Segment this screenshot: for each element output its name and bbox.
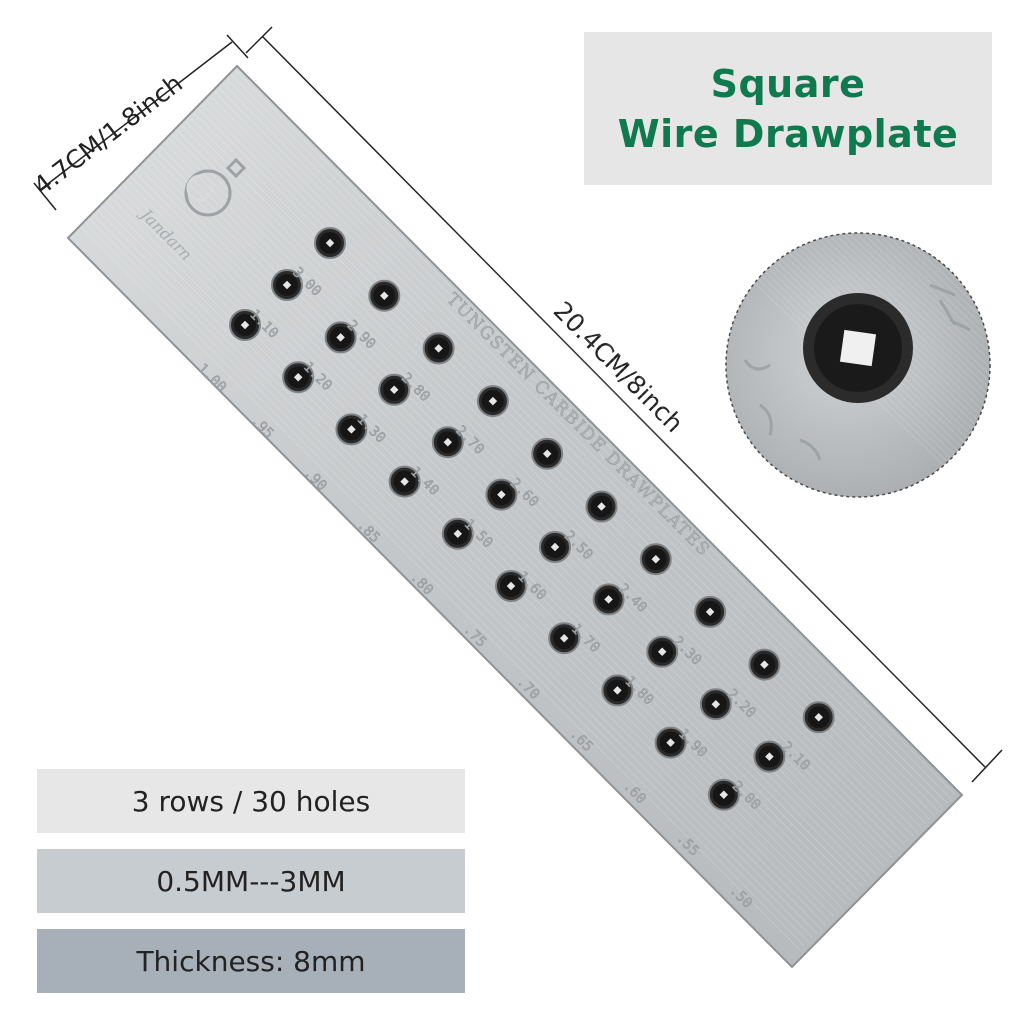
square-hole — [839, 329, 877, 367]
spec-holes: 3 rows / 30 holes — [37, 769, 465, 833]
title-line-2: Wire Drawplate — [617, 111, 959, 156]
drawplate-hole — [699, 688, 732, 721]
drawplate-hole — [753, 740, 786, 773]
zoom-detail-icon — [725, 232, 991, 498]
drawplate-hole — [441, 517, 474, 550]
drawplate-hole — [485, 478, 518, 511]
drawplate-hole — [748, 648, 781, 681]
drawplate-hole — [378, 373, 411, 406]
drawplate-hole — [802, 701, 835, 734]
drawplate: Jandarn TUNGSTEN CARBIDE DRAWPLATES 3.00… — [66, 0, 1024, 969]
drawplate-hole — [539, 531, 571, 563]
drawplate-hole — [601, 674, 634, 707]
drawplate-hole — [282, 361, 315, 394]
drawplate-hole — [646, 635, 679, 668]
drawplate-hole — [314, 227, 346, 259]
drawplate-hole — [335, 413, 368, 446]
drawplate-hole — [368, 279, 401, 312]
spec-range: 0.5MM---3MM — [37, 849, 465, 913]
drawplate-hole — [229, 309, 261, 341]
brand-logo — [184, 157, 247, 217]
title-box: Square Wire Drawplate — [584, 32, 992, 185]
drawplate-hole — [707, 778, 740, 811]
drawplate-hole — [495, 570, 527, 602]
zoom-detail — [725, 232, 991, 498]
ring-logo-icon — [184, 169, 232, 217]
drawplate-hole — [422, 332, 455, 365]
drawplate-hole — [654, 726, 687, 759]
spec-thickness: Thickness: 8mm — [37, 929, 465, 993]
drawplate-hole — [531, 437, 564, 470]
width-dimension — [33, 34, 249, 211]
title-line-1: Square — [710, 61, 866, 106]
drawplate-hole — [271, 269, 303, 301]
drawplate-hole — [548, 622, 581, 655]
drawplate-hole — [324, 321, 357, 354]
drawplate-hole — [585, 490, 618, 523]
drawplate-hole — [431, 426, 464, 459]
hole-grid — [229, 227, 835, 811]
length-dimension — [245, 26, 1003, 783]
drawplate-hole — [388, 465, 421, 498]
drawplate-hole — [639, 543, 672, 576]
drawplate-hole — [476, 385, 509, 418]
drawplate-hole — [694, 595, 727, 628]
drawplate-hole — [592, 583, 625, 616]
